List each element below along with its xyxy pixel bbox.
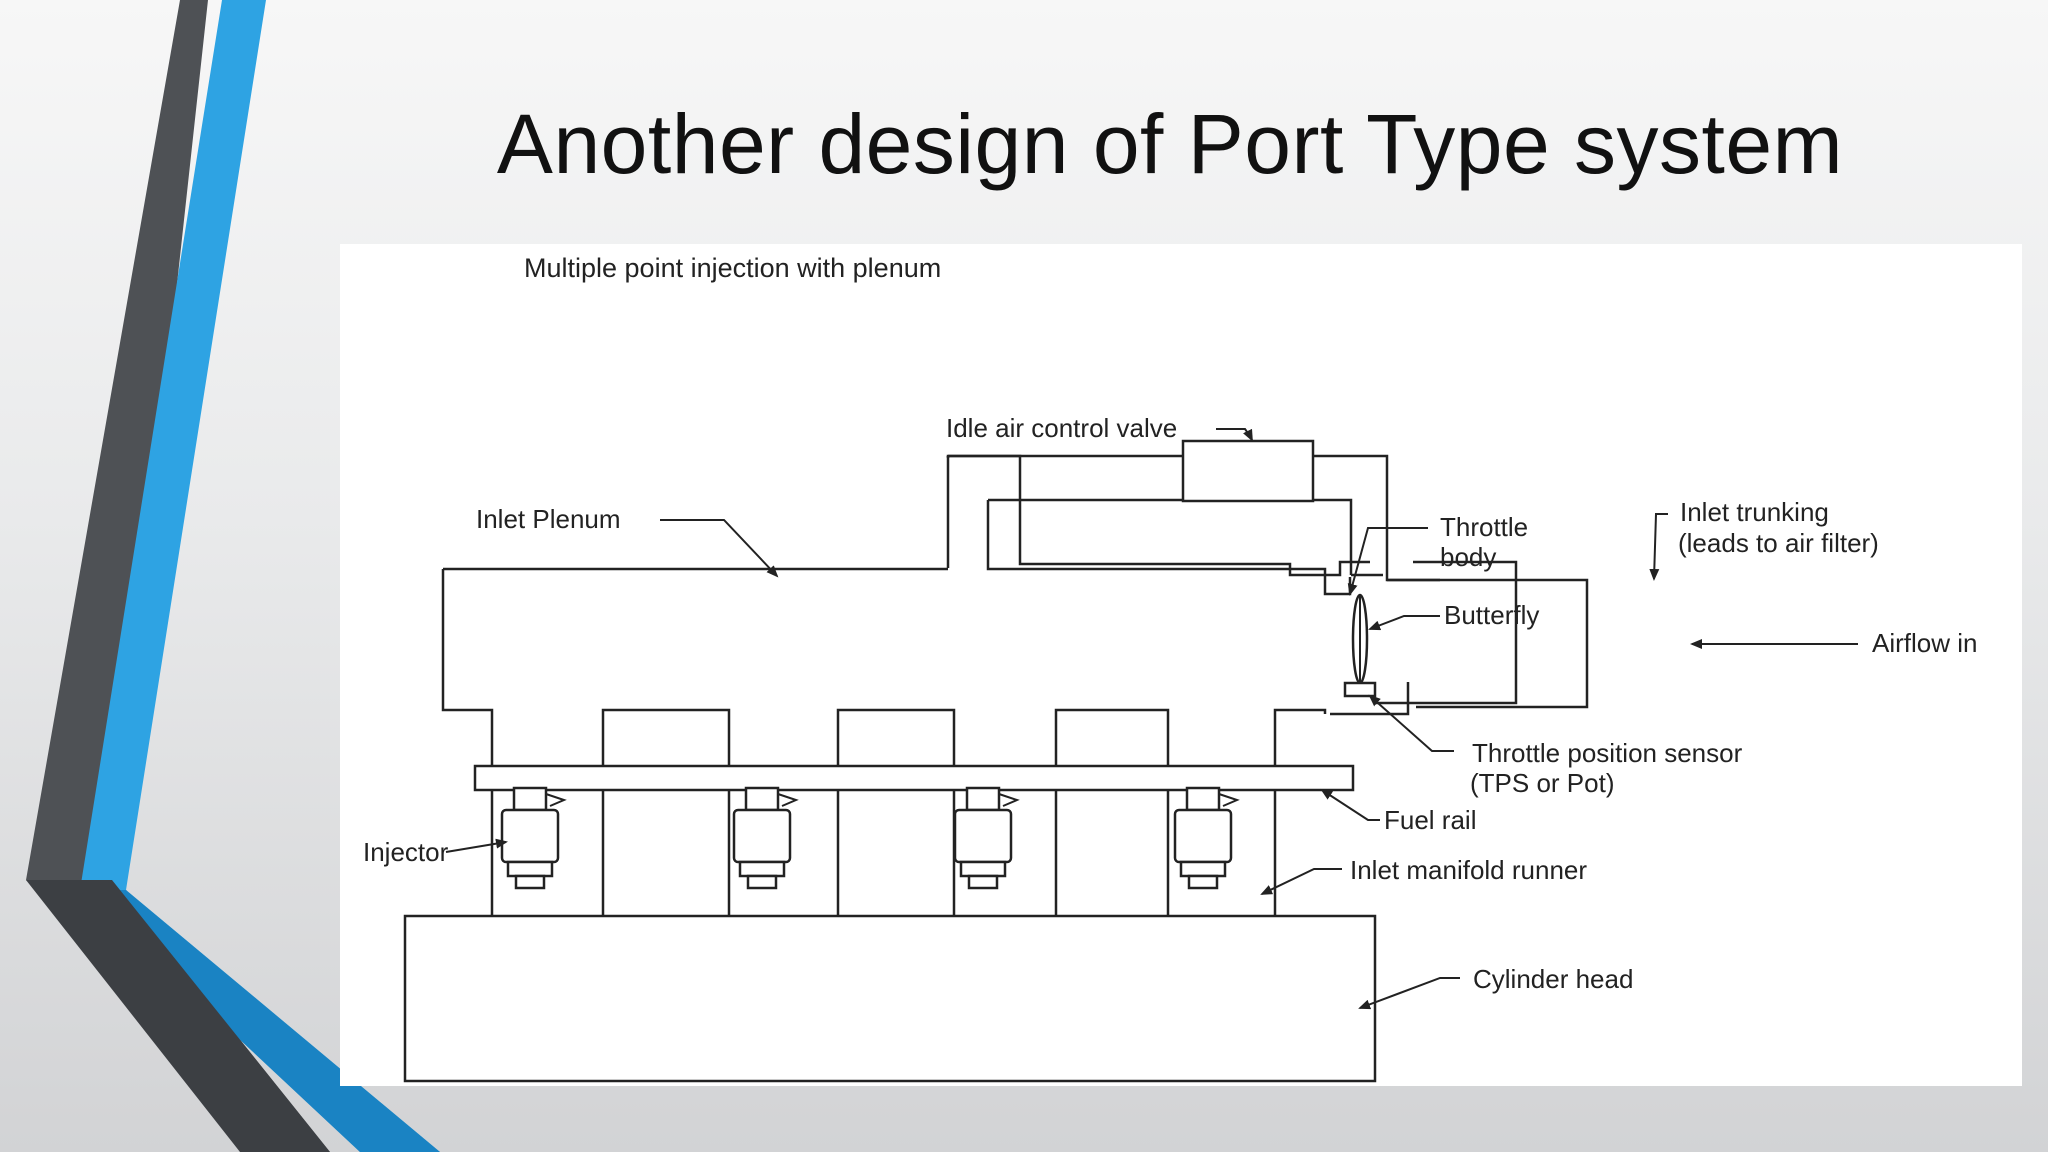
label-inlet-trunking-1: Inlet trunking	[1680, 497, 1829, 527]
dark-stripe-lower	[26, 880, 330, 1152]
injector-1	[500, 786, 567, 890]
injector-2	[732, 786, 799, 890]
leader-inlet-plenum	[660, 519, 779, 578]
cylinder-head	[403, 914, 1377, 1083]
leader-injector	[445, 838, 508, 853]
leader-runner	[1260, 868, 1342, 895]
idle-air-control-valve	[1181, 439, 1315, 503]
label-throttle-body-1: Throttle	[1440, 512, 1528, 542]
label-inlet-trunking-2: (leads to air filter)	[1678, 528, 1879, 558]
label-injector: Injector	[363, 837, 449, 867]
inlet-trunking	[1387, 578, 1589, 709]
slide-title: Another design of Port Type system	[496, 97, 1844, 191]
diagram-caption: Multiple point injection with plenum	[524, 253, 941, 283]
injector-4	[1173, 786, 1240, 890]
bypass-duct	[946, 456, 1383, 596]
diagram-panel: Multiple point injection with plenum	[340, 244, 2022, 1086]
leader-cylinder-head	[1358, 977, 1460, 1010]
label-butterfly: Butterfly	[1444, 600, 1539, 630]
leader-butterfly	[1368, 615, 1440, 631]
label-idle-air-control-valve: Idle air control valve	[946, 413, 1177, 443]
leader-idle-air	[1216, 428, 1253, 442]
label-tps-1: Throttle position sensor	[1472, 738, 1743, 768]
injector-3	[953, 786, 1020, 890]
label-inlet-plenum: Inlet Plenum	[476, 504, 621, 534]
leader-inlet-trunking	[1649, 513, 1668, 581]
label-inlet-manifold-runner: Inlet manifold runner	[1350, 855, 1587, 885]
leader-throttle-body	[1347, 527, 1428, 596]
label-cylinder-head: Cylinder head	[1473, 964, 1633, 994]
leader-tps	[1368, 694, 1454, 752]
label-airflow-in: Airflow in	[1872, 628, 1977, 658]
fuel-rail	[473, 764, 1355, 792]
iac-duct	[946, 454, 1440, 582]
leader-fuel-rail	[1320, 788, 1380, 821]
throttle-position-sensor	[1343, 681, 1377, 698]
plenum-body	[441, 567, 1327, 916]
label-fuel-rail: Fuel rail	[1384, 805, 1476, 835]
label-throttle-body-2: body	[1440, 542, 1496, 572]
blue-stripe	[80, 0, 440, 1152]
port-injection-diagram: Multiple point injection with plenum	[363, 253, 1977, 1083]
label-tps-2: (TPS or Pot)	[1470, 768, 1614, 798]
